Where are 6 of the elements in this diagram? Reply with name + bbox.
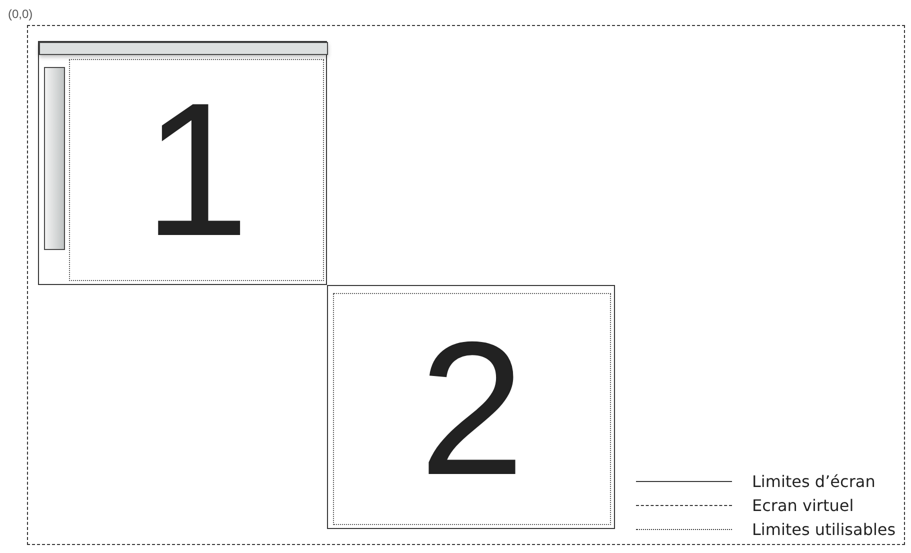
usable-area xyxy=(69,59,324,281)
menu-bar xyxy=(39,42,328,55)
screen-number: 1 xyxy=(142,75,250,265)
dock-bar xyxy=(44,67,65,250)
screen-frame xyxy=(38,41,327,285)
screen-number: 2 xyxy=(418,314,526,504)
